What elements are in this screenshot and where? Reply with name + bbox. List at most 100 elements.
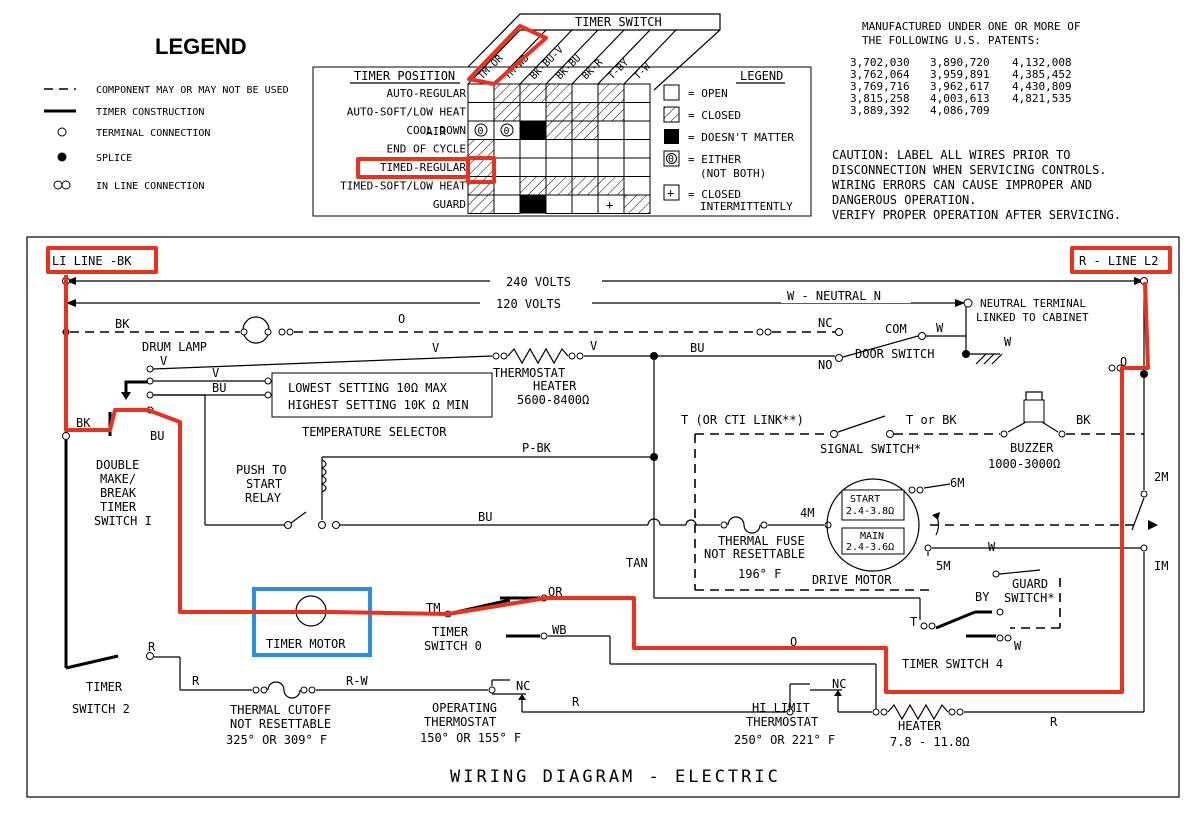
bk-label-switch: BK [76, 416, 91, 430]
legend-doesnt-matter: = DOESN'T MATTER [688, 131, 794, 144]
table-cell [623, 83, 651, 103]
table-cell [467, 157, 495, 177]
table-cell [493, 102, 521, 122]
caution-line-4: DANGEROUS OPERATION. [832, 193, 977, 207]
patent-number: 3,959,891 [930, 68, 990, 81]
table-cell [597, 83, 625, 103]
guard-switch-label: GUARD [1012, 577, 1048, 591]
thermal-cutoff-label-2: NOT RESETTABLE [230, 717, 331, 731]
table-cell [545, 120, 573, 140]
door-switch-label: DOOR SWITCH [855, 347, 934, 361]
wire-r-label: R [148, 640, 156, 654]
caution-line-5: VERIFY PROPER OPERATION AFTER SERVICING. [832, 208, 1121, 222]
wire-or-label: OR [548, 585, 563, 599]
patents-line2: THE FOLLOWING U.S. PATENTS: [862, 34, 1041, 47]
table-cell [545, 83, 573, 103]
wire-tan-label: TAN [626, 556, 648, 570]
legend-left: LEGEND COMPONENT MAY OR MAY NOT BE USED … [44, 34, 289, 192]
drum-lamp-label: DRUM LAMP [142, 340, 207, 354]
table-cell [597, 139, 625, 159]
motor-start-rating: 2.4-3.8Ω [846, 506, 894, 517]
legend-item-splice: SPLICE [96, 153, 132, 164]
row-label-3: END OF CYCLE [387, 143, 466, 156]
table-cell [623, 176, 651, 196]
table-cell [467, 139, 495, 159]
patent-number: 4,086,709 [930, 104, 990, 117]
drive-motor-icon [826, 478, 920, 572]
t-or-bk-label: T or BK [906, 413, 957, 427]
highlight-timer-motor [252, 587, 372, 657]
table-cell [467, 194, 495, 214]
hi-limit-label-2: THERMOSTAT [746, 715, 818, 729]
thermal-cutoff-label: THERMAL CUTOFF [230, 703, 331, 717]
double-switch-label-3: BREAK [100, 486, 137, 500]
table-cell [545, 176, 573, 196]
neutral-label: W - NEUTRAL N [787, 289, 881, 303]
heater-r-label: R [1050, 715, 1058, 729]
push-to-start-label-3: RELAY [245, 491, 282, 505]
table-cell [493, 194, 521, 214]
table-cell [545, 194, 573, 214]
motor-start-label: START [850, 494, 880, 505]
table-legend-title: LEGEND [740, 69, 783, 83]
wire-bu-label-2: BU [212, 381, 226, 395]
highlight-tm-or-cell [466, 156, 496, 184]
guard-switch-label-2: SWITCH* [1004, 591, 1055, 605]
signal-switch-label: SIGNAL SWITCH* [820, 442, 921, 456]
volts-240-label: 240 VOLTS [506, 275, 571, 289]
thermal-fuse-rating: 196° F [738, 567, 781, 581]
heater-resistor [887, 703, 949, 721]
highlight-active-circuit [64, 275, 1150, 694]
motor-5m-label: 5M [936, 559, 950, 573]
operating-thermostat-rating: 150° OR 155° F [420, 731, 521, 745]
table-cell [519, 157, 547, 177]
table-cell [571, 176, 599, 196]
table-cell [623, 139, 651, 159]
table-cell [597, 157, 625, 177]
table-cell [493, 83, 521, 103]
splice-icon [57, 152, 67, 162]
legend-not-both: (NOT BOTH) [700, 167, 766, 180]
legend-intermittently: INTERMITTENTLY [700, 200, 793, 213]
timer-switch2-label-2: SWITCH 2 [72, 702, 130, 716]
table-cell [571, 83, 599, 103]
push-to-start-label-2: START [246, 477, 282, 491]
wire-r-w-label: R-W [346, 674, 368, 688]
patent-number: 3,962,617 [930, 80, 990, 93]
switch4-w-label: W [1014, 639, 1022, 653]
patent-number: 3,769,716 [850, 80, 910, 93]
table-cell [493, 157, 521, 177]
table-cell [571, 157, 599, 177]
ground-w-label: W [1004, 335, 1012, 349]
bu-label-switch: BU [150, 429, 164, 443]
patent-number: 3,890,720 [930, 56, 990, 69]
timer-motor-label: TIMER MOTOR [266, 637, 346, 651]
volts-120-label: 120 VOLTS [496, 297, 561, 311]
legend-item-optional: COMPONENT MAY OR MAY NOT BE USED [96, 85, 289, 96]
table-cell [571, 194, 599, 214]
thermal-fuse-symbol [727, 516, 761, 534]
table-cell [571, 120, 599, 140]
door-switch-arm [842, 335, 919, 358]
wire-v-label: V [160, 354, 167, 368]
table-cell [623, 120, 651, 140]
no-label: NO [818, 358, 832, 372]
buzzer-bk-label: BK [1076, 413, 1091, 427]
heater-rating: 7.8 - 11.8Ω [890, 735, 969, 749]
highlight-l1-label [46, 246, 158, 274]
svg-text:+: + [606, 198, 613, 212]
wire-w-label: W [936, 321, 944, 335]
motor-main-rating: 2.4-3.6Ω [846, 542, 894, 553]
motor-2m-label: 2M [1154, 470, 1168, 484]
patent-number: 3,762,064 [850, 68, 910, 81]
svg-text:0: 0 [504, 126, 510, 137]
wire-o-label-3: O [1120, 355, 1127, 369]
terminal-icon [57, 127, 67, 137]
wire-wb-label: WB [552, 623, 566, 637]
patent-number: 3,889,392 [850, 104, 910, 117]
patents-block: MANUFACTURED UNDER ONE OR MORE OF THE FO… [850, 20, 1081, 117]
neutral-terminal-label-2: LINKED TO CABINET [976, 311, 1089, 324]
table-cell [519, 139, 547, 159]
thermal-cutoff-symbol [267, 681, 301, 699]
